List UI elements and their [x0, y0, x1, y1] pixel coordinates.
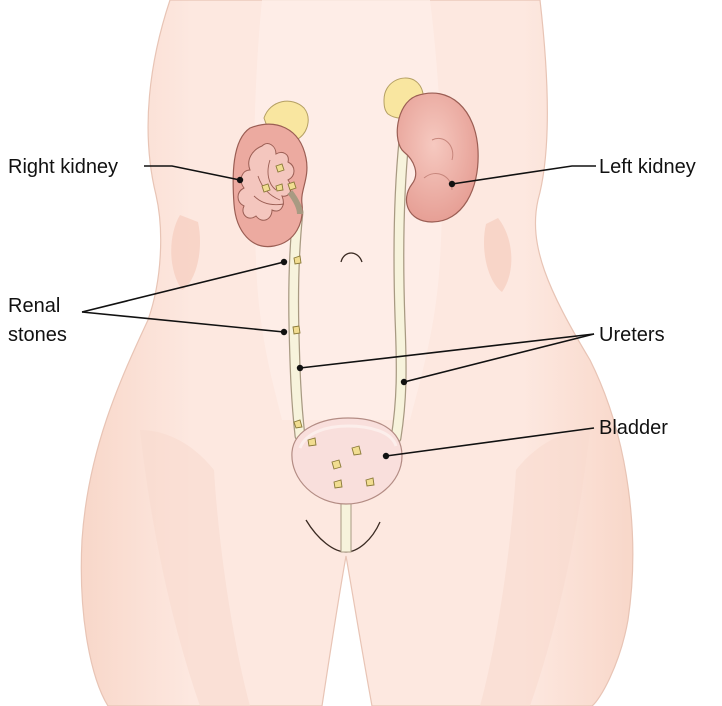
- label-renal-stones-line1: Renal: [8, 295, 60, 317]
- label-renal-stones-line2: stones: [8, 324, 67, 346]
- stone: [293, 326, 300, 334]
- stone: [288, 182, 296, 190]
- left-kidney-body: [397, 93, 478, 222]
- body-silhouette: [81, 0, 632, 706]
- label-bladder: Bladder: [599, 417, 668, 439]
- stone: [294, 420, 302, 428]
- stone: [308, 438, 316, 446]
- stone: [276, 164, 284, 172]
- left-ureter-fill: [396, 140, 404, 438]
- stone: [352, 446, 361, 455]
- label-ureters: Ureters: [599, 324, 665, 346]
- stone: [334, 480, 342, 488]
- label-left-kidney: Left kidney: [599, 156, 696, 178]
- stone: [366, 478, 374, 486]
- stone: [332, 460, 341, 469]
- urethra: [341, 500, 351, 552]
- label-right-kidney: Right kidney: [8, 156, 118, 178]
- stone: [294, 256, 301, 264]
- stone: [262, 184, 270, 192]
